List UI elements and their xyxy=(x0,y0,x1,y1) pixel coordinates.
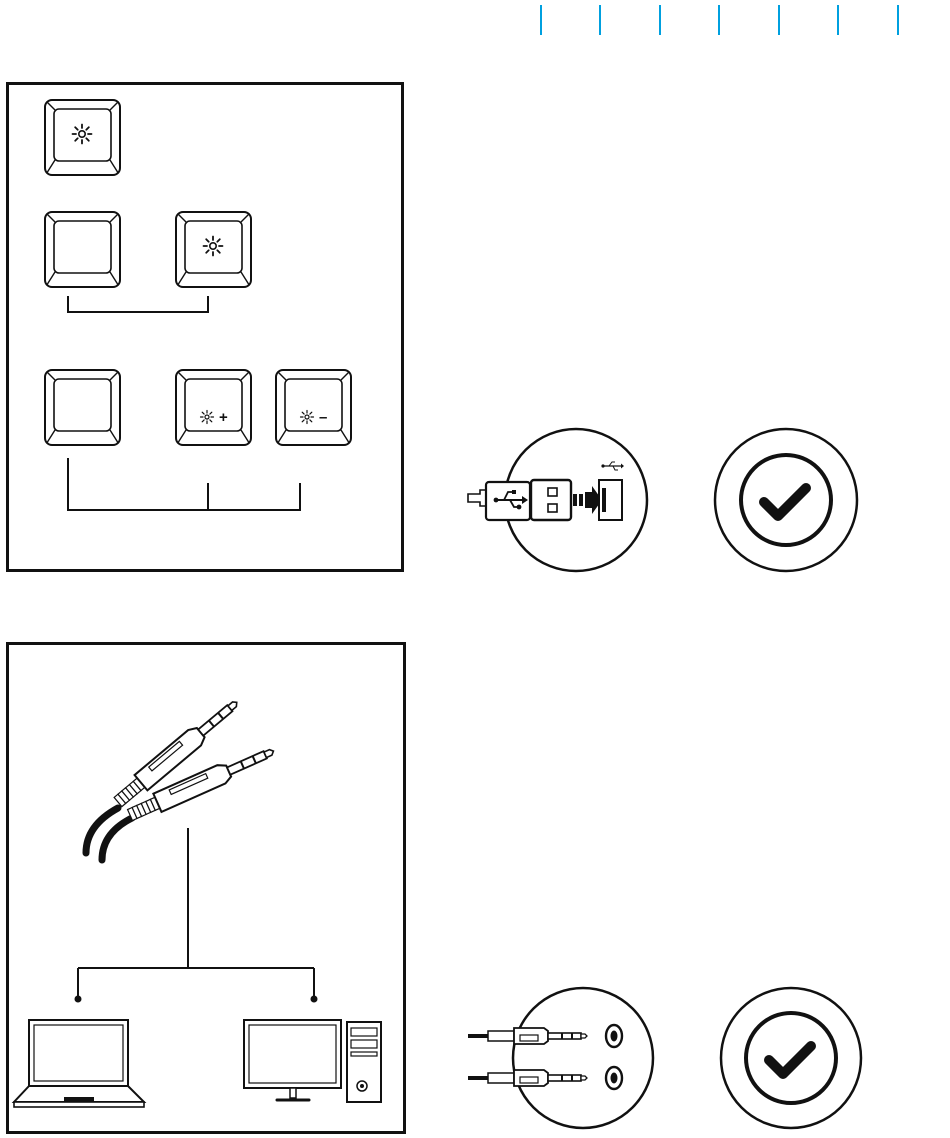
connector-lines xyxy=(78,828,314,998)
key-backlight-2 xyxy=(176,212,251,287)
audio-plugs-icon xyxy=(112,695,278,824)
header-tick xyxy=(837,5,839,35)
brightness-down-symbol: – xyxy=(319,409,327,426)
check-illustration-2 xyxy=(715,982,870,1138)
usb-connect-illustration xyxy=(460,425,660,575)
audio-connect-illustration xyxy=(462,982,662,1138)
key-brightness-up: + xyxy=(176,370,251,445)
header-tick xyxy=(718,5,720,35)
header-tick xyxy=(897,5,899,35)
key-brightness-down: – xyxy=(276,370,351,445)
combo-bracket-1 xyxy=(68,296,208,312)
key-modifier-1 xyxy=(45,212,120,287)
combo-bracket-2 xyxy=(68,458,300,510)
key-modifier-2 xyxy=(45,370,120,445)
laptop-icon xyxy=(14,1020,144,1107)
brightness-up-symbol: + xyxy=(219,409,228,426)
check-illustration-1 xyxy=(710,425,865,575)
header-tick xyxy=(599,5,601,35)
key-backlight xyxy=(45,100,120,175)
header-tick xyxy=(540,5,542,35)
audio-diagram xyxy=(0,640,420,1138)
usb-plug-icon xyxy=(468,480,571,520)
header-tick xyxy=(659,5,661,35)
keyboard-diagram: + – xyxy=(0,0,420,580)
header-tick xyxy=(778,5,780,35)
desktop-pc-icon xyxy=(244,1020,381,1102)
